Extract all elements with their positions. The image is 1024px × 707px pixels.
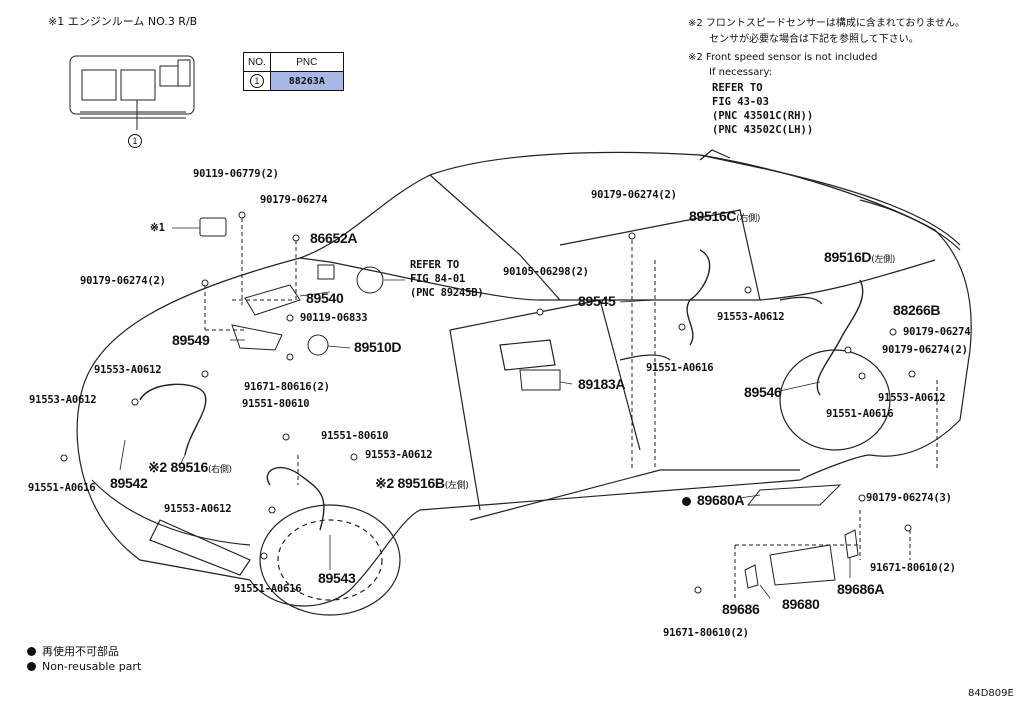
refer-fig-84-line1[interactable]: REFER TO (410, 259, 459, 271)
pnc-table-header-no: NO. (243, 52, 271, 72)
part-label-90105-06298[interactable]: 90105-06298(2) (503, 266, 589, 278)
note2-ref-line4: (PNC 43502C(LH)) (712, 124, 814, 136)
pnc-table-row-no: 1 (243, 71, 271, 91)
part-label-91551-80610-b[interactable]: 91551-80610 (321, 430, 389, 442)
part-label-89516D-number: 89516D (824, 249, 872, 265)
part-label-90179-06274[interactable]: 90179-06274 (260, 194, 328, 206)
legend-en-text: Non-reusable part (42, 660, 142, 673)
part-label-89516D-side: (左側) (871, 255, 896, 265)
part-label-89516-number: ※2 89516 (148, 459, 208, 475)
note2-ref-line2: FIG 43-03 (712, 96, 769, 108)
callout-circle-1: 1 (128, 131, 142, 149)
harness-wires (139, 249, 864, 531)
relay-block-note: ※1 エンジンルーム NO.3 R/B (48, 15, 198, 28)
part-label-91551-A0616-a[interactable]: 91551-A0616 (28, 482, 96, 494)
pnc-table-row-pnc[interactable]: 88263A (269, 71, 344, 91)
pnc-table: NO. PNC 1 88263A (243, 52, 344, 91)
note2-ref-line1: REFER TO (712, 82, 763, 94)
part-label-89516D[interactable]: 89516D(左側) (824, 250, 895, 268)
pnc-table-header-pnc: PNC (269, 52, 344, 72)
part-label-90119-06779[interactable]: 90119-06779(2) (193, 168, 279, 180)
part-label-89686A[interactable]: 89686A (837, 581, 885, 597)
part-label-90179-06274-right[interactable]: 90179-06274 (903, 326, 971, 338)
car-body-outline (76, 149, 972, 616)
part-label-91551-80610-a[interactable]: 91551-80610 (242, 398, 310, 410)
part-label-89545[interactable]: 89545 (578, 293, 616, 309)
leader-lines (119, 227, 851, 599)
part-label-89183A[interactable]: 89183A (578, 376, 626, 392)
relay-block-drawing (69, 55, 195, 130)
note2-en-line1: ※2 Front speed sensor is not included (688, 52, 878, 63)
figure-code: 84D809E (968, 688, 1014, 699)
note2-ref-line3: (PNC 43501C(RH)) (712, 110, 814, 122)
part-label-91551-A0616-b[interactable]: 91551-A0616 (234, 583, 302, 595)
legend-en: Non-reusable part (27, 660, 141, 673)
legend-dot-icon (27, 647, 36, 656)
legend-jp-text: 再使用不可部品 (42, 645, 119, 658)
part-label-90179-06274-2-left[interactable]: 90179-06274(2) (80, 275, 166, 287)
part-label-91553-A0612-e[interactable]: 91553-A0612 (717, 311, 785, 323)
part-label-90179-06274-2-right[interactable]: 90179-06274(2) (882, 344, 968, 356)
part-label-89516B-side: (左側) (444, 481, 469, 491)
part-label-91671-80616[interactable]: 91671-80616(2) (244, 381, 330, 393)
refer-fig-84-line3[interactable]: (PNC 89245B) (410, 287, 484, 299)
part-label-89516C-number: 89516C (689, 208, 737, 224)
part-label-89686[interactable]: 89686 (722, 601, 760, 617)
part-label-89680[interactable]: 89680 (782, 596, 820, 612)
part-label-89542[interactable]: 89542 (110, 475, 148, 491)
part-label-89546[interactable]: 89546 (744, 384, 782, 400)
part-label-91671-80610-b[interactable]: 91671-80610(2) (663, 627, 749, 639)
part-label-89516-side: (右側) (207, 465, 232, 475)
legend-jp: 再使用不可部品 (27, 643, 119, 659)
non-reusable-dot-icon (682, 497, 691, 506)
refer-fig-84-line2[interactable]: FIG 84-01 (410, 273, 466, 285)
part-label-89540[interactable]: 89540 (306, 290, 344, 306)
part-label-90119-06833[interactable]: 90119-06833 (300, 312, 368, 324)
part-label-91551-A0616-c[interactable]: 91551-A0616 (646, 362, 714, 374)
part-label-91553-A0612-a[interactable]: 91553-A0612 (94, 364, 162, 376)
part-label-89516C[interactable]: 89516C(右側) (689, 209, 760, 227)
part-label-89516B[interactable]: ※2 89516B(左側) (375, 476, 469, 494)
assembly-guide-lines (204, 218, 938, 600)
part-label-91553-A0612-d[interactable]: 91553-A0612 (164, 503, 232, 515)
part-label-90179-06274-2-mid[interactable]: 90179-06274(2) (591, 189, 677, 201)
part-label-89543[interactable]: 89543 (318, 570, 356, 586)
hardware-markers (60, 211, 916, 594)
part-label-91553-A0612-c[interactable]: 91553-A0612 (365, 449, 433, 461)
note2-jp-line1: ※2 フロントスピードセンサーは構成に含まれておりません。 (688, 18, 966, 29)
note1-marker: ※1 (150, 222, 165, 234)
part-label-88266B[interactable]: 88266B (893, 302, 941, 318)
part-label-91553-A0612-f[interactable]: 91553-A0612 (878, 392, 946, 404)
note2-jp-line2: センサが必要な場合は下記を参照して下さい。 (709, 34, 919, 45)
legend-dot-icon (27, 662, 36, 671)
part-label-91671-80610-a[interactable]: 91671-80610(2) (870, 562, 956, 574)
component-shapes (199, 217, 859, 589)
part-label-89516B-number: ※2 89516B (375, 475, 445, 491)
part-label-91553-A0612-b[interactable]: 91553-A0612 (29, 394, 97, 406)
part-label-90179-06274-3[interactable]: 90179-06274(3) (866, 492, 952, 504)
part-label-89680A-number: 89680A (697, 492, 745, 508)
part-label-86652A[interactable]: 86652A (310, 230, 358, 246)
part-label-89549[interactable]: 89549 (172, 332, 210, 348)
part-label-89510D[interactable]: 89510D (354, 339, 402, 355)
part-label-89516[interactable]: ※2 89516(右側) (148, 460, 232, 478)
note2-en-line2: If necessary: (709, 67, 773, 78)
part-label-89680A[interactable]: 89680A (682, 492, 745, 508)
callout-1-number: 1 (128, 134, 142, 148)
part-label-89516C-side: (右側) (736, 214, 761, 224)
part-label-91551-A0616-d[interactable]: 91551-A0616 (826, 408, 894, 420)
